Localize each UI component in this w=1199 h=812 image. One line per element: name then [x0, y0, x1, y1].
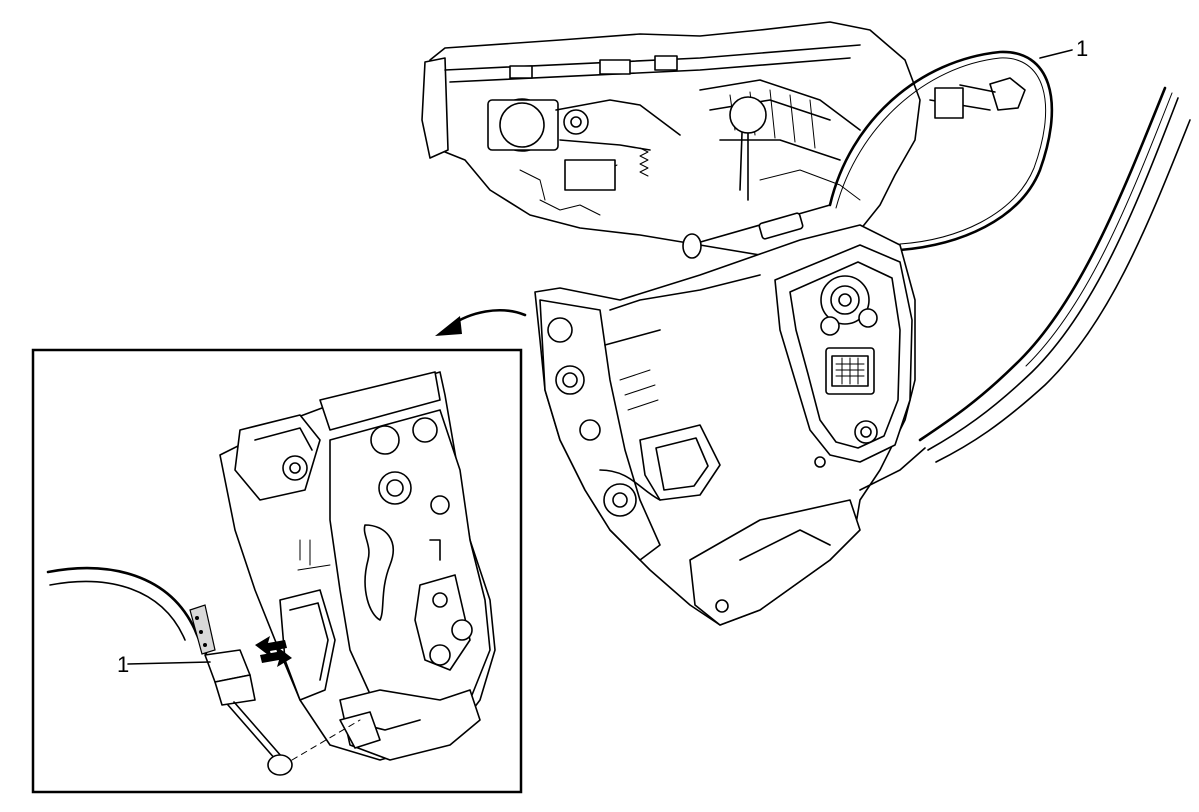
- detail-inset: [31, 348, 523, 794]
- callout-top: 1: [1039, 36, 1088, 61]
- lock-cable: [828, 50, 1054, 252]
- door-latch-assembly: [534, 224, 926, 626]
- view-arrow: [435, 309, 527, 336]
- handle-bracket: [421, 21, 1026, 259]
- callout-label-top: 1: [1076, 36, 1088, 61]
- callout-label-inset: 1: [117, 652, 129, 677]
- wiring-harness: [918, 86, 1191, 463]
- callout-inset: 1: [117, 652, 211, 677]
